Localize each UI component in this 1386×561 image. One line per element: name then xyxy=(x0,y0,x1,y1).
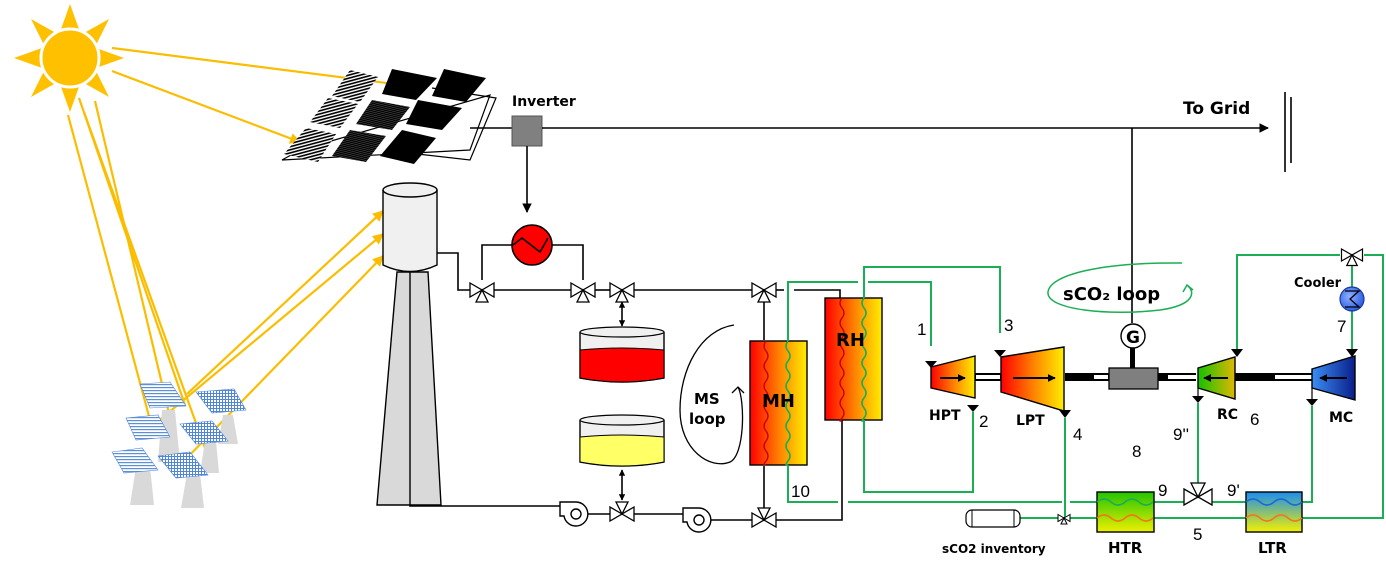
inventory-label: sCO2 inventory xyxy=(942,542,1046,556)
svg-text:RC: RC xyxy=(1217,407,1238,423)
sco2-inventory-tank xyxy=(965,509,1021,528)
rh-feed-line xyxy=(794,289,841,298)
solar-tower xyxy=(376,182,442,506)
flow-arrowheads xyxy=(925,349,1358,418)
svg-text:sCO₂ loop: sCO₂ loop xyxy=(1063,284,1160,305)
hot-salt-tank xyxy=(579,326,665,383)
sun-rays xyxy=(66,46,412,464)
pump-icon[interactable] xyxy=(559,501,589,527)
valve-3way[interactable] xyxy=(751,507,777,528)
cooler-valve[interactable] xyxy=(1340,247,1364,267)
mixing-valve[interactable] xyxy=(1183,482,1213,507)
svg-text:7: 7 xyxy=(1337,317,1346,336)
main-compressor: MC xyxy=(1311,355,1356,426)
sco2-loop-annotation: sCO₂ loop xyxy=(1047,262,1194,313)
svg-text:G: G xyxy=(1126,328,1140,348)
inverter-box xyxy=(511,115,543,147)
svg-text:9'': 9'' xyxy=(1173,425,1189,444)
svg-text:LPT: LPT xyxy=(1016,413,1045,429)
svg-text:RH: RH xyxy=(836,330,865,351)
valve-3way[interactable] xyxy=(609,282,635,303)
heater-bypass-line xyxy=(552,244,584,280)
main-heater: MH xyxy=(749,340,808,466)
svg-text:3: 3 xyxy=(1004,316,1013,335)
inventory-valve[interactable] xyxy=(1057,513,1071,525)
valve-3way[interactable] xyxy=(570,282,596,303)
pump-icon[interactable] xyxy=(682,507,712,533)
high-pressure-turbine: HPT xyxy=(929,355,976,424)
to-grid-label: To Grid xyxy=(1183,99,1250,119)
svg-text:1: 1 xyxy=(917,320,926,339)
svg-text:4: 4 xyxy=(1073,425,1082,444)
svg-text:MH: MH xyxy=(762,391,795,412)
gearbox xyxy=(1108,367,1159,390)
ms-loop-annotation: MS loop xyxy=(679,324,745,465)
reheater: RH xyxy=(824,297,883,422)
low-pressure-turbine: LPT xyxy=(1000,346,1065,429)
valve-3way[interactable] xyxy=(609,501,635,522)
valve-3way[interactable] xyxy=(751,282,777,303)
cold-salt-tank xyxy=(579,414,665,467)
svg-text:HTR: HTR xyxy=(1108,539,1143,557)
electric-heater-icon xyxy=(511,224,553,266)
svg-text:6: 6 xyxy=(1250,410,1259,429)
svg-text:10: 10 xyxy=(791,482,810,501)
svg-text:8: 8 xyxy=(1132,442,1141,461)
low-temp-recuperator: LTR xyxy=(1245,491,1303,557)
cooler-icon xyxy=(1339,286,1365,312)
pv-array xyxy=(281,69,497,164)
generator-shaft xyxy=(1130,348,1135,368)
svg-text:9: 9 xyxy=(1158,481,1167,500)
svg-text:9': 9' xyxy=(1227,481,1240,500)
svg-text:2: 2 xyxy=(979,412,988,431)
svg-text:5: 5 xyxy=(1193,525,1202,544)
heliostat-field xyxy=(111,381,247,508)
sco2-piping xyxy=(787,254,1384,519)
svg-text:loop: loop xyxy=(689,410,726,428)
svg-text:MC: MC xyxy=(1329,410,1353,426)
recompression-compressor: RC xyxy=(1197,356,1238,423)
generator-icon: G xyxy=(1120,323,1146,349)
rh-return-line xyxy=(776,420,843,521)
inverter-label: Inverter xyxy=(512,94,576,110)
receiver-outlet-line xyxy=(437,252,470,291)
cooler-label: Cooler xyxy=(1294,276,1342,291)
heater-bypass-line xyxy=(481,244,512,280)
sun-icon xyxy=(14,4,124,112)
svg-text:HPT: HPT xyxy=(929,408,961,424)
high-temp-recuperator: HTR xyxy=(1096,491,1155,557)
state-point-labels: 1 2 3 4 5 6 7 8 9 9' 9'' 10 xyxy=(791,316,1346,544)
cold-return-line xyxy=(409,505,560,507)
shaft xyxy=(966,373,1315,381)
svg-text:MS: MS xyxy=(694,390,720,408)
svg-text:LTR: LTR xyxy=(1258,539,1287,557)
valve-3way[interactable] xyxy=(469,282,495,303)
